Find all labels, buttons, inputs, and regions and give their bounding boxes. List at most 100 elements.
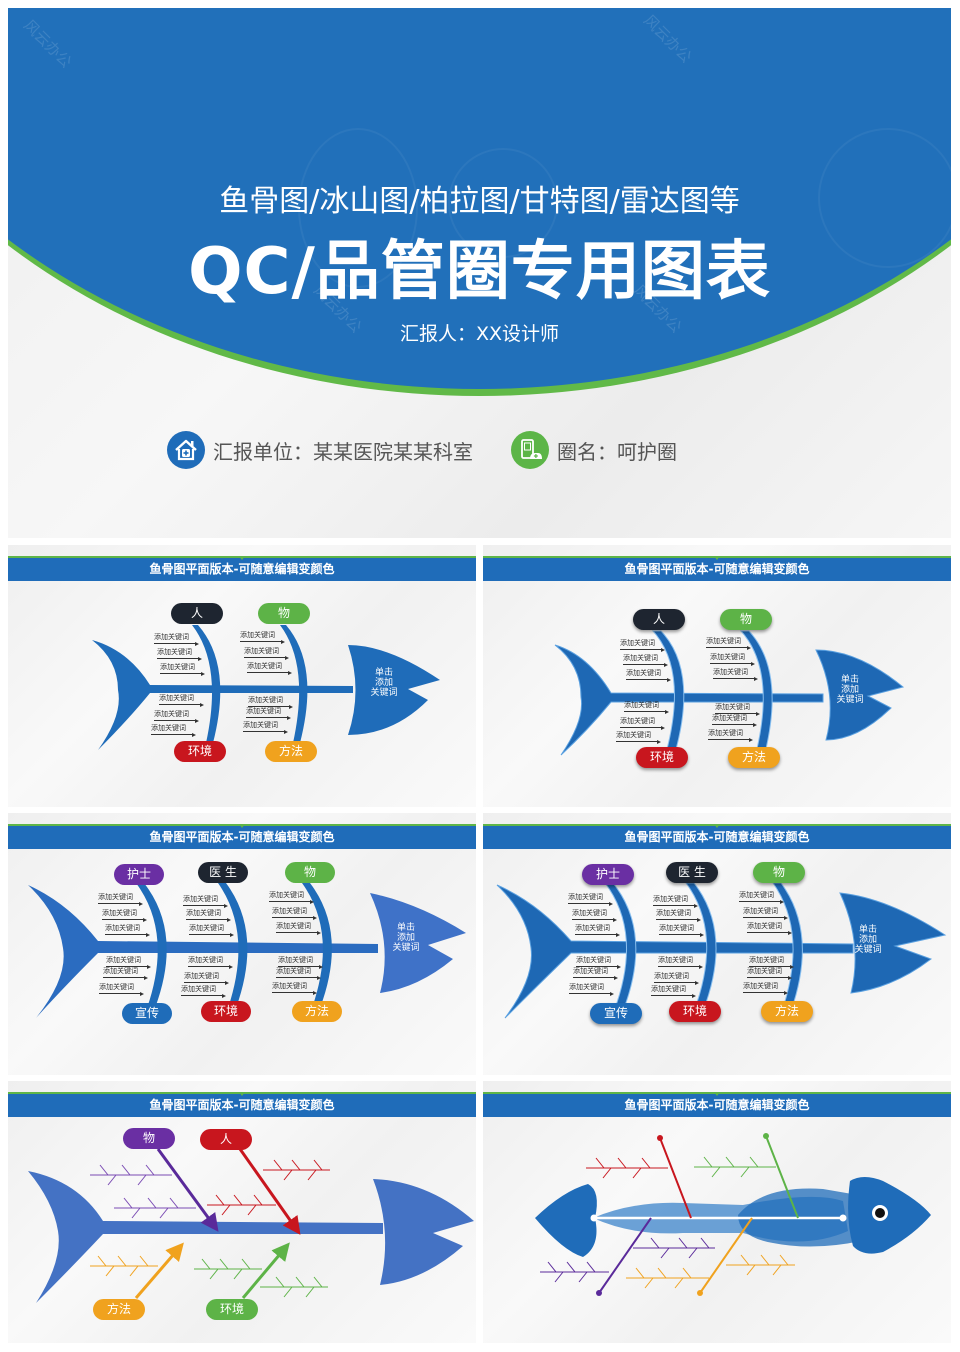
category-pill-method[interactable]: 方法: [292, 1001, 342, 1022]
keyword-label[interactable]: 添加关键词: [656, 908, 701, 922]
keyword-label[interactable]: 添加关键词: [568, 892, 613, 906]
keyword-label[interactable]: 添加关键词: [98, 892, 143, 906]
category-pill-doctor[interactable]: 医 生: [666, 862, 718, 883]
keyword-label[interactable]: 添加关键词: [276, 921, 321, 935]
keyword-label[interactable]: 添加关键词: [624, 700, 669, 714]
fishbone-diagram: [28, 1148, 474, 1303]
keyword-label[interactable]: 添加关键词: [626, 668, 671, 682]
keyword-label[interactable]: 添加关键词: [188, 955, 233, 969]
keyword-label[interactable]: 添加关键词: [151, 723, 196, 737]
fishbone-slide-fish-skeleton: 鱼骨图平面版本-可随意编辑变颜色: [483, 1081, 951, 1343]
keyword-label[interactable]: 添加关键词: [747, 921, 792, 935]
keyword-label[interactable]: 添加关键词: [240, 630, 285, 644]
keyword-label[interactable]: 添加关键词: [654, 971, 699, 985]
category-pill-nurse[interactable]: 护士: [114, 864, 164, 885]
keyword-label[interactable]: 添加关键词: [276, 966, 321, 980]
category-pill-environment[interactable]: 环境: [636, 747, 688, 768]
head-keyword-text[interactable]: 单击 添加 关键词: [836, 675, 864, 705]
keyword-label[interactable]: 添加关键词: [573, 966, 618, 980]
keyword-label[interactable]: 添加关键词: [623, 653, 668, 667]
keyword-label[interactable]: 添加关键词: [154, 632, 199, 646]
keyword-label[interactable]: 添加关键词: [244, 646, 289, 660]
category-pill-method[interactable]: 方法: [93, 1299, 145, 1320]
keyword-label[interactable]: 添加关键词: [105, 923, 150, 937]
category-pill-method[interactable]: 方法: [761, 1001, 813, 1022]
category-pill-material[interactable]: 物: [123, 1128, 175, 1149]
keyword-label[interactable]: 添加关键词: [243, 720, 288, 734]
keyword-label[interactable]: 添加关键词: [272, 981, 317, 995]
keyword-label[interactable]: 添加关键词: [269, 890, 314, 904]
keyword-label[interactable]: 添加关键词: [651, 984, 696, 998]
category-pill-people[interactable]: 人: [200, 1129, 252, 1150]
keyword-label[interactable]: 添加关键词: [102, 908, 147, 922]
background-decoration: [818, 128, 951, 268]
category-pill-doctor[interactable]: 医 生: [198, 862, 248, 883]
fishbone-diagram: [92, 625, 440, 750]
title-slide: 风云办公 风云办公 风云办公 风云办公 鱼骨图/冰山图/柏拉图/甘特图/雷达图等…: [8, 8, 951, 538]
keyword-label[interactable]: 添加关键词: [159, 693, 204, 707]
keyword-label[interactable]: 添加关键词: [743, 906, 788, 920]
head-keyword-text[interactable]: 单击 添加 关键词: [854, 925, 882, 955]
keyword-label[interactable]: 添加关键词: [106, 955, 151, 969]
category-pill-publicity[interactable]: 宣传: [122, 1003, 172, 1024]
keyword-label[interactable]: 添加关键词: [248, 695, 293, 709]
slide-header: 鱼骨图平面版本-可随意编辑变颜色: [8, 556, 476, 581]
keyword-label[interactable]: 添加关键词: [616, 730, 661, 744]
keyword-label[interactable]: 添加关键词: [749, 955, 794, 969]
category-pill-environment[interactable]: 环境: [206, 1299, 258, 1320]
category-pill-material[interactable]: 物: [285, 862, 335, 883]
head-keyword-text[interactable]: 单击 添加 关键词: [370, 668, 398, 698]
keyword-label[interactable]: 添加关键词: [189, 923, 234, 937]
keyword-label[interactable]: 添加关键词: [575, 923, 620, 937]
keyword-label[interactable]: 添加关键词: [739, 890, 784, 904]
keyword-label[interactable]: 添加关键词: [708, 728, 753, 742]
category-pill-material[interactable]: 物: [753, 862, 805, 883]
keyword-label[interactable]: 添加关键词: [160, 662, 205, 676]
keyword-label[interactable]: 添加关键词: [184, 971, 229, 985]
keyword-label[interactable]: 添加关键词: [246, 706, 291, 720]
keyword-label[interactable]: 添加关键词: [186, 908, 231, 922]
category-pill-publicity[interactable]: 宣传: [590, 1003, 642, 1024]
presenter-label: 汇报人：XX设计师: [399, 323, 560, 345]
keyword-label[interactable]: 添加关键词: [99, 982, 144, 996]
keyword-label[interactable]: 添加关键词: [103, 966, 148, 980]
category-pill-method[interactable]: 方法: [728, 747, 780, 768]
background-decoration: [448, 148, 558, 258]
category-pill-environment[interactable]: 环境: [669, 1001, 721, 1022]
keyword-label[interactable]: 添加关键词: [653, 894, 698, 908]
category-pill-material[interactable]: 物: [720, 609, 772, 630]
keyword-label[interactable]: 添加关键词: [181, 984, 226, 998]
category-pill-material[interactable]: 物: [258, 603, 310, 624]
keyword-label[interactable]: 添加关键词: [747, 966, 792, 980]
keyword-label[interactable]: 添加关键词: [183, 894, 228, 908]
category-pill-people[interactable]: 人: [633, 609, 685, 630]
keyword-label[interactable]: 添加关键词: [572, 908, 617, 922]
keyword-label[interactable]: 添加关键词: [715, 702, 760, 716]
category-pill-environment[interactable]: 环境: [174, 741, 226, 762]
fishbone-slide-3d-3x2: 鱼骨图平面版本-可随意编辑变颜色 护士 医 生 物 宣传 环境 方法 添加关键词…: [483, 813, 951, 1075]
keyword-label[interactable]: 添加关键词: [620, 638, 665, 652]
keyword-label[interactable]: 添加关键词: [710, 652, 755, 666]
category-pill-nurse[interactable]: 护士: [582, 864, 634, 885]
keyword-label[interactable]: 添加关键词: [658, 955, 703, 969]
fishbone-slide-3d-2x2: 鱼骨图平面版本-可随意编辑变颜色 人 物 环境 方法 添加关键词 添加关键词 添…: [483, 545, 951, 807]
category-pill-people[interactable]: 人: [171, 603, 223, 624]
head-keyword-text[interactable]: 单击 添加 关键词: [392, 923, 420, 953]
keyword-label[interactable]: 添加关键词: [576, 955, 621, 969]
category-pill-method[interactable]: 方法: [265, 741, 317, 762]
fishbone-slide-arrows: 鱼骨图平面版本-可随意编辑变颜色: [8, 1081, 476, 1343]
keyword-label[interactable]: 添加关键词: [157, 647, 202, 661]
keyword-label[interactable]: 添加关键词: [712, 713, 757, 727]
keyword-label[interactable]: 添加关键词: [247, 661, 292, 675]
keyword-label[interactable]: 添加关键词: [278, 955, 323, 969]
keyword-label[interactable]: 添加关键词: [154, 709, 199, 723]
keyword-label[interactable]: 添加关键词: [569, 982, 614, 996]
keyword-label[interactable]: 添加关键词: [620, 716, 665, 730]
circle-name: 圈名：呵护圈: [511, 431, 677, 469]
keyword-label[interactable]: 添加关键词: [713, 667, 758, 681]
keyword-label[interactable]: 添加关键词: [743, 981, 788, 995]
keyword-label[interactable]: 添加关键词: [706, 636, 751, 650]
keyword-label[interactable]: 添加关键词: [659, 923, 704, 937]
category-pill-environment[interactable]: 环境: [201, 1001, 251, 1022]
keyword-label[interactable]: 添加关键词: [272, 906, 317, 920]
